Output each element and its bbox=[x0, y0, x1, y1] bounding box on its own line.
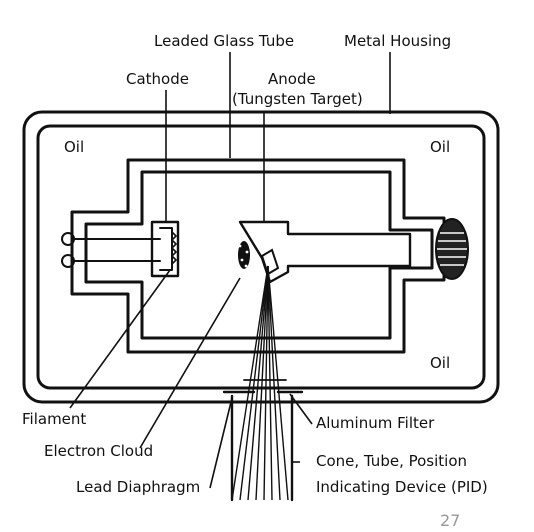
label-oil-top-right: Oil bbox=[430, 138, 450, 156]
page-number: 27 bbox=[440, 511, 460, 530]
label-leaded-glass-tube: Leaded Glass Tube bbox=[154, 32, 294, 50]
label-metal-housing: Metal Housing bbox=[344, 32, 451, 50]
leaded-glass-tube bbox=[70, 158, 446, 354]
label-cathode: Cathode bbox=[126, 70, 189, 88]
cathode bbox=[150, 220, 180, 278]
label-filament: Filament bbox=[22, 410, 86, 428]
label-electron-cloud: Electron Cloud bbox=[44, 442, 153, 460]
label-lead-diaphragm: Lead Diaphragm bbox=[76, 478, 200, 496]
electron-cloud bbox=[238, 241, 250, 269]
leader-lines bbox=[69, 52, 391, 489]
label-tungsten-target: (Tungsten Target) bbox=[232, 90, 363, 108]
labels: Leaded Glass Tube Metal Housing Cathode … bbox=[22, 32, 488, 530]
filament-terminals bbox=[61, 232, 161, 268]
label-oil-top-left: Oil bbox=[64, 138, 84, 156]
anode bbox=[238, 220, 412, 284]
x-ray-beam bbox=[231, 265, 289, 501]
label-anode: Anode bbox=[268, 70, 316, 88]
label-aluminum-filter: Aluminum Filter bbox=[316, 414, 435, 432]
label-oil-bottom-right: Oil bbox=[430, 354, 450, 372]
rotor-knob bbox=[435, 218, 469, 280]
pid-cone bbox=[222, 379, 304, 502]
label-cone-line1: Cone, Tube, Position bbox=[316, 452, 467, 470]
label-cone-line2: Indicating Device (PID) bbox=[316, 478, 488, 496]
